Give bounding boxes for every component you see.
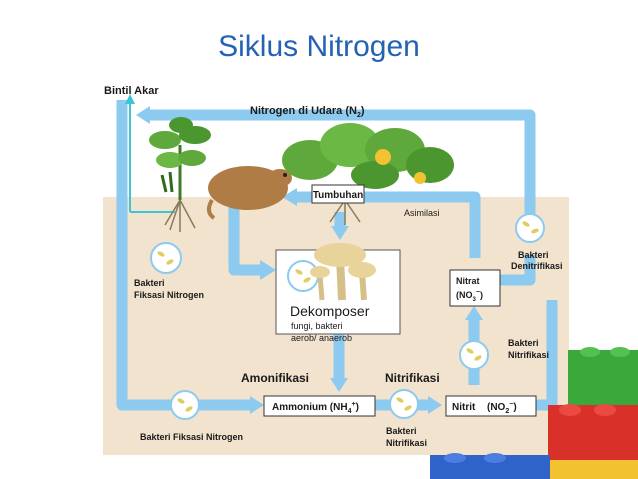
arrow-heads: [136, 106, 483, 414]
nitrit-formula: (NO2−): [487, 401, 517, 415]
ammonium-text: Ammonium (NH: [272, 402, 348, 413]
nitrifikasi-label: Nitrifikasi: [385, 371, 440, 385]
ammonium-close: ): [356, 402, 359, 413]
nitrogen-air-text: Nitrogen di Udara (N: [250, 105, 357, 117]
dekomposer-line-1: fungi, bakteri: [291, 321, 343, 331]
ammonium-sub: 4: [348, 408, 352, 415]
pumpkin-plant-illustration: [282, 123, 454, 225]
bintil-akar-arrow-head: [125, 94, 135, 104]
bacteria-nitrifikasi-right-circle: [459, 340, 489, 370]
nitrit-formula-sup: −: [509, 401, 513, 408]
bakteri-denitrifikasi-label-1: Bakteri: [518, 250, 549, 260]
legume-plant-illustration: [149, 117, 211, 232]
mushroom-illustration: [310, 243, 376, 301]
nitrit-formula-text: (NO: [487, 402, 506, 413]
dekomposer-line-2: aerob/ anaerob: [291, 333, 352, 343]
bakteri-nitrifikasi-bottom-label-1: Bakteri: [386, 426, 417, 436]
bakteri-fiksasi-label-2: Fiksasi Nitrogen: [134, 290, 204, 300]
nitrogen-air-label: Nitrogen di Udara (N2): [250, 105, 365, 119]
bacteria-nitrifikasi-bottom-circle: [389, 389, 419, 419]
nitrat-box: [449, 269, 501, 307]
nitrat-formula-sup: −: [476, 289, 480, 296]
nitrogen-air-close: ): [361, 105, 365, 117]
bintil-akar-label: Bintil Akar: [104, 85, 159, 97]
lego-bricks-decoration: [430, 347, 638, 479]
nitrit-formula-close: ): [513, 402, 516, 413]
bakteri-nitrifikasi-right-label-2: Nitrifikasi: [508, 350, 549, 360]
nitrit-label: Nitrit: [452, 402, 476, 413]
amonifikasi-label: Amonifikasi: [241, 371, 309, 385]
nitrat-formula: (NO3−): [456, 289, 483, 303]
bakteri-fiksasi-label-1: Bakteri: [134, 278, 165, 288]
ammonium-label: Ammonium (NH4+): [272, 401, 359, 415]
bacteria-fiksasi-circle: [150, 242, 182, 274]
bakteri-nitrifikasi-right-label-1: Bakteri: [508, 338, 539, 348]
nitrit-formula-sub: 2: [505, 408, 509, 415]
slide-title: Siklus Nitrogen: [218, 30, 420, 63]
bakteri-nitrifikasi-bottom-label-2: Nitrifikasi: [386, 438, 427, 448]
bacteria-denitrifikasi-circle: [515, 213, 545, 243]
bakteri-fiksasi-bottom-label: Bakteri Fiksasi Nitrogen: [140, 432, 243, 442]
bacteria-fiksasi-bottom-circle: [170, 390, 200, 420]
nitrit-box: [445, 395, 537, 417]
nitrat-formula-text: (NO: [456, 290, 473, 300]
nitrat-label: Nitrat: [456, 276, 480, 286]
bakteri-denitrifikasi-label-2: Denitrifikasi: [511, 261, 563, 271]
mole-illustration: [207, 166, 292, 220]
nitrat-formula-sub: 3: [473, 297, 477, 303]
ammonium-sup: +: [351, 401, 355, 408]
ammonium-box: [263, 395, 376, 417]
nitrogen-air-sub: 2: [357, 112, 361, 119]
dekomposer-title: Dekomposer: [290, 303, 370, 319]
asimilasi-label: Asimilasi: [404, 208, 440, 218]
tumbuhan-label: Tumbuhan: [313, 190, 363, 201]
nitrat-formula-close: ): [480, 290, 483, 300]
tumbuhan-box: [311, 184, 365, 204]
